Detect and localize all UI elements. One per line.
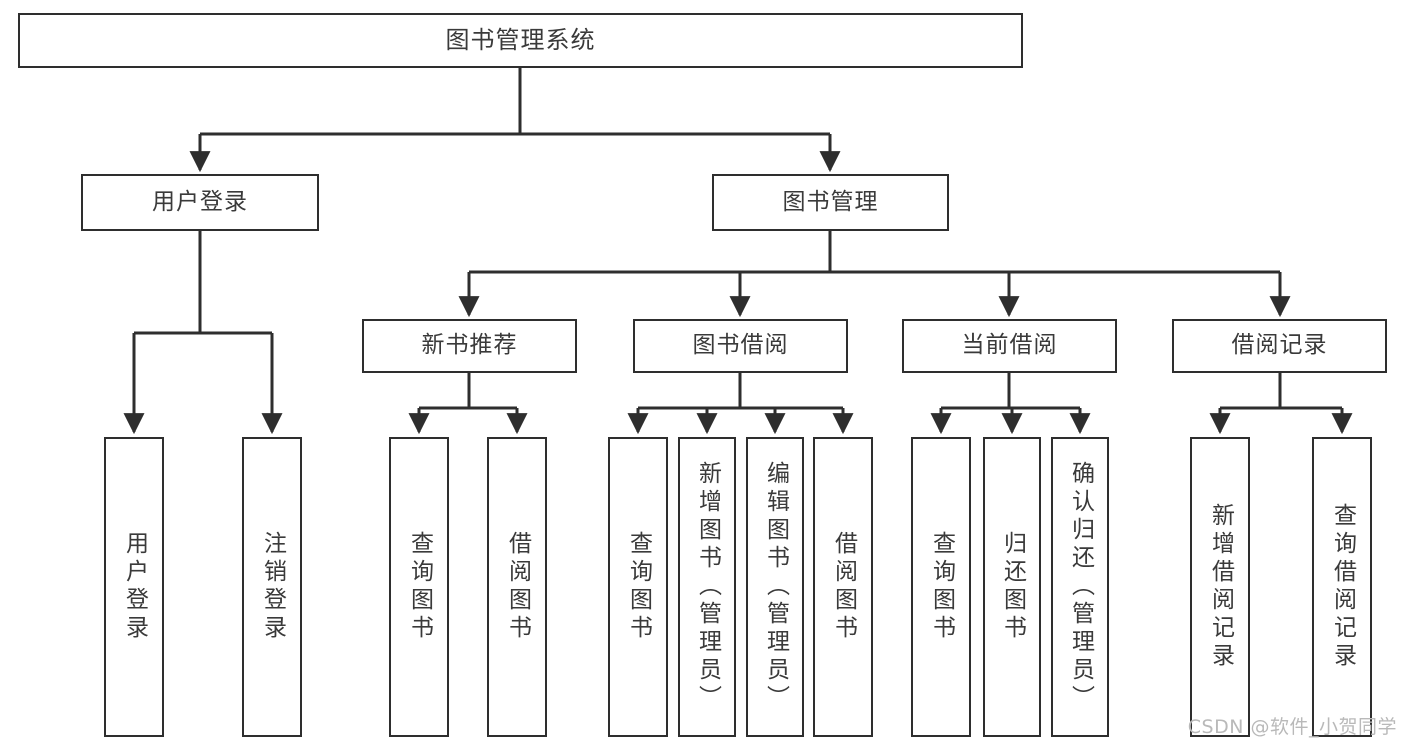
node-root-label: 图书管理系统	[445, 26, 596, 55]
node-leaf-borrow-do-borrow[interactable]: 借阅图书	[813, 437, 873, 737]
node-root[interactable]: 图书管理系统	[18, 13, 1023, 68]
node-leaf-borrow-add-book[interactable]: 新增图书（管理员）	[678, 437, 736, 737]
node-leaf-current-return-book-label: 归还图书	[999, 531, 1026, 643]
node-leaf-user-login[interactable]: 用户登录	[104, 437, 164, 737]
node-borrow-record[interactable]: 借阅记录	[1172, 319, 1387, 373]
node-user-login[interactable]: 用户登录	[81, 174, 319, 231]
node-leaf-record-add[interactable]: 新增借阅记录	[1190, 437, 1250, 737]
node-leaf-borrow-edit-book[interactable]: 编辑图书（管理员）	[746, 437, 804, 737]
node-leaf-user-login-label: 用户登录	[121, 531, 148, 643]
node-leaf-current-query-book-label: 查询图书	[928, 531, 955, 643]
node-user-login-label: 用户登录	[152, 188, 248, 215]
node-leaf-record-query-label: 查询借阅记录	[1329, 503, 1356, 671]
node-leaf-borrow-add-book-label: 新增图书（管理员）	[694, 461, 721, 713]
node-leaf-current-confirm-return-label: 确认归还（管理员）	[1067, 461, 1094, 713]
node-leaf-borrow-query-book-label: 查询图书	[625, 531, 652, 643]
node-leaf-record-query[interactable]: 查询借阅记录	[1312, 437, 1372, 737]
node-current-borrow-label: 当前借阅	[961, 332, 1058, 359]
csdn-watermark: CSDN @软件_小贺同学	[1187, 716, 1397, 738]
node-book-manage-label: 图书管理	[782, 188, 879, 215]
node-leaf-record-add-label: 新增借阅记录	[1207, 503, 1234, 671]
node-book-manage[interactable]: 图书管理	[712, 174, 949, 231]
node-leaf-recommend-query-book[interactable]: 查询图书	[389, 437, 449, 737]
node-current-borrow[interactable]: 当前借阅	[902, 319, 1117, 373]
node-leaf-recommend-borrow-book-label: 借阅图书	[504, 531, 531, 643]
node-new-book-recommend-label: 新书推荐	[421, 332, 518, 359]
node-leaf-user-logout[interactable]: 注销登录	[242, 437, 302, 737]
node-leaf-recommend-borrow-book[interactable]: 借阅图书	[487, 437, 547, 737]
node-new-book-recommend[interactable]: 新书推荐	[362, 319, 577, 373]
node-borrow-record-label: 借阅记录	[1231, 332, 1328, 359]
node-leaf-current-query-book[interactable]: 查询图书	[911, 437, 971, 737]
node-leaf-current-confirm-return[interactable]: 确认归还（管理员）	[1051, 437, 1109, 737]
node-leaf-recommend-query-book-label: 查询图书	[406, 531, 433, 643]
node-leaf-current-return-book[interactable]: 归还图书	[983, 437, 1041, 737]
node-book-borrow[interactable]: 图书借阅	[633, 319, 848, 373]
node-leaf-borrow-query-book[interactable]: 查询图书	[608, 437, 668, 737]
node-leaf-user-logout-label: 注销登录	[259, 531, 286, 643]
node-book-borrow-label: 图书借阅	[692, 332, 789, 359]
node-leaf-borrow-do-borrow-label: 借阅图书	[830, 531, 857, 643]
node-leaf-borrow-edit-book-label: 编辑图书（管理员）	[762, 461, 789, 713]
